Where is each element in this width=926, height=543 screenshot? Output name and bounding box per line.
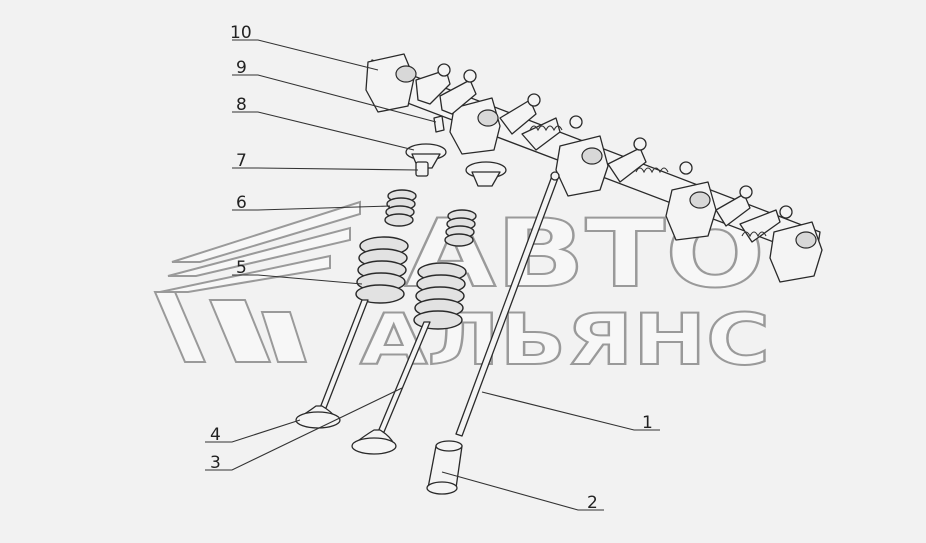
tappet [426,440,463,495]
callout-6: 6 [236,193,247,213]
leader-line-4 [205,419,301,443]
leader-line-9 [232,74,437,123]
watermark-line1: АВТО [405,200,765,309]
callout-2: 2 [587,493,598,513]
spring-retainer-right [465,161,507,187]
watermark-emblem-icon [153,200,361,363]
rocker-arm-shaft-assembly [365,53,823,283]
callout-1: 1 [642,413,653,433]
leader-line-2 [441,471,604,511]
callout-5: 5 [236,258,247,278]
callout-8: 8 [236,95,247,115]
leader-line-5 [232,274,363,285]
leader-line-6 [232,205,391,211]
callout-10: 10 [230,23,252,43]
inner-valve-spring-left [384,189,417,227]
leader-line-8 [232,111,415,151]
callout-9: 9 [236,58,247,78]
push-rod [455,171,560,437]
inner-valve-spring-right [444,209,477,247]
spring-retainer-left [405,143,447,169]
outer-valve-spring-right [413,262,467,330]
leader-line-7 [232,167,419,171]
leader-lines [205,39,660,511]
intake-valve [351,321,431,455]
leader-line-3 [205,387,403,471]
exhaust-valve [295,299,369,429]
outer-valve-spring-left [355,236,409,304]
valve-lock [433,115,445,133]
callout-7: 7 [236,151,247,171]
valve-stem-seal [415,161,429,177]
callout-4: 4 [210,425,221,445]
callout-3: 3 [210,453,221,473]
leader-line-10 [232,39,379,71]
callout-labels: 10 9 8 7 6 5 4 3 1 2 [210,23,653,513]
leader-line-1 [481,391,660,431]
